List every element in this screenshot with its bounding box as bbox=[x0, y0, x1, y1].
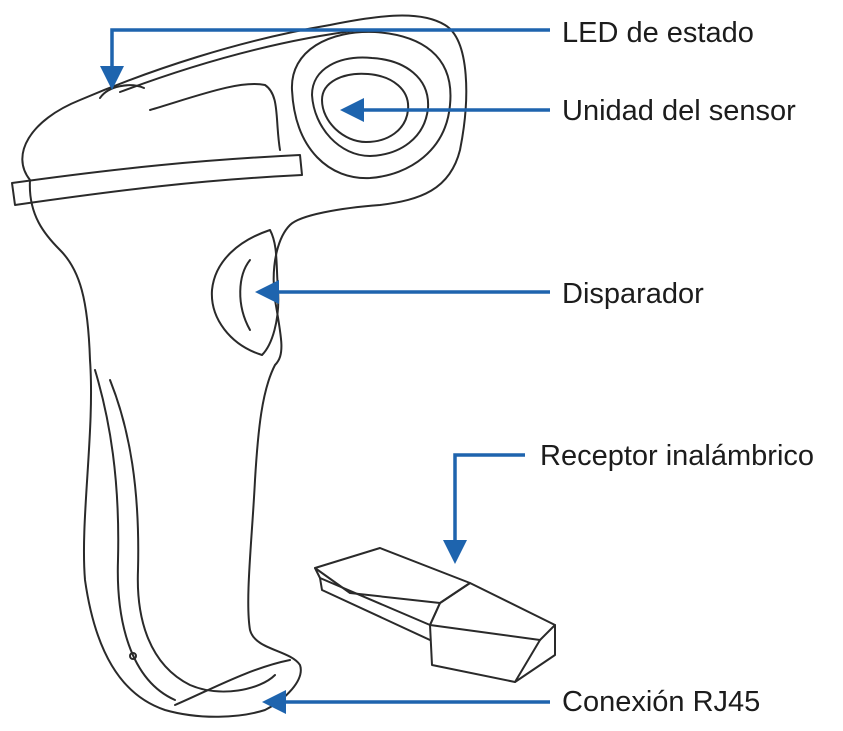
barcode-scanner bbox=[11, 14, 468, 718]
callouts bbox=[100, 28, 550, 714]
receiver-connector-side bbox=[514, 624, 556, 683]
scanner-body-outline bbox=[21, 14, 468, 718]
sensor-lens bbox=[321, 72, 410, 143]
receiver-connector-front bbox=[429, 624, 541, 683]
receiver-body-bottom bbox=[319, 577, 431, 641]
label-trigger: Disparador bbox=[562, 278, 704, 310]
trigger-shape bbox=[210, 229, 280, 356]
wireless-receiver bbox=[314, 547, 556, 683]
callout-status-led-arrowhead bbox=[100, 66, 124, 90]
callout-status-led bbox=[110, 28, 550, 78]
callout-sensor-unit-arrowhead bbox=[340, 98, 364, 122]
label-wireless-receiver: Receptor inalámbrico bbox=[540, 440, 815, 472]
callout-trigger-arrowhead bbox=[255, 280, 279, 304]
scanner-base-cap bbox=[174, 659, 291, 706]
callout-wireless-receiver bbox=[453, 453, 525, 545]
label-status-led: LED de estado bbox=[562, 17, 754, 49]
callout-rj45-arrowhead bbox=[262, 690, 286, 714]
sensor-window-outer bbox=[290, 30, 452, 180]
trigger-inner bbox=[239, 259, 251, 331]
label-rj45-connection: Conexión RJ45 bbox=[562, 686, 761, 718]
base-screw bbox=[129, 652, 137, 660]
sensor-window-inner bbox=[311, 56, 430, 157]
status-led-shape bbox=[99, 84, 145, 99]
callout-wireless-receiver-arrowhead bbox=[443, 540, 467, 564]
label-sensor-unit: Unidad del sensor bbox=[562, 95, 796, 127]
receiver-body bbox=[314, 547, 471, 604]
scanner-top-line bbox=[119, 29, 361, 93]
scanner-band-outline bbox=[11, 154, 303, 206]
receiver-connector bbox=[429, 582, 556, 641]
scanner-head-contour bbox=[149, 83, 281, 151]
handle-contour-outer bbox=[94, 369, 176, 701]
handle-contour-inner bbox=[109, 379, 276, 693]
